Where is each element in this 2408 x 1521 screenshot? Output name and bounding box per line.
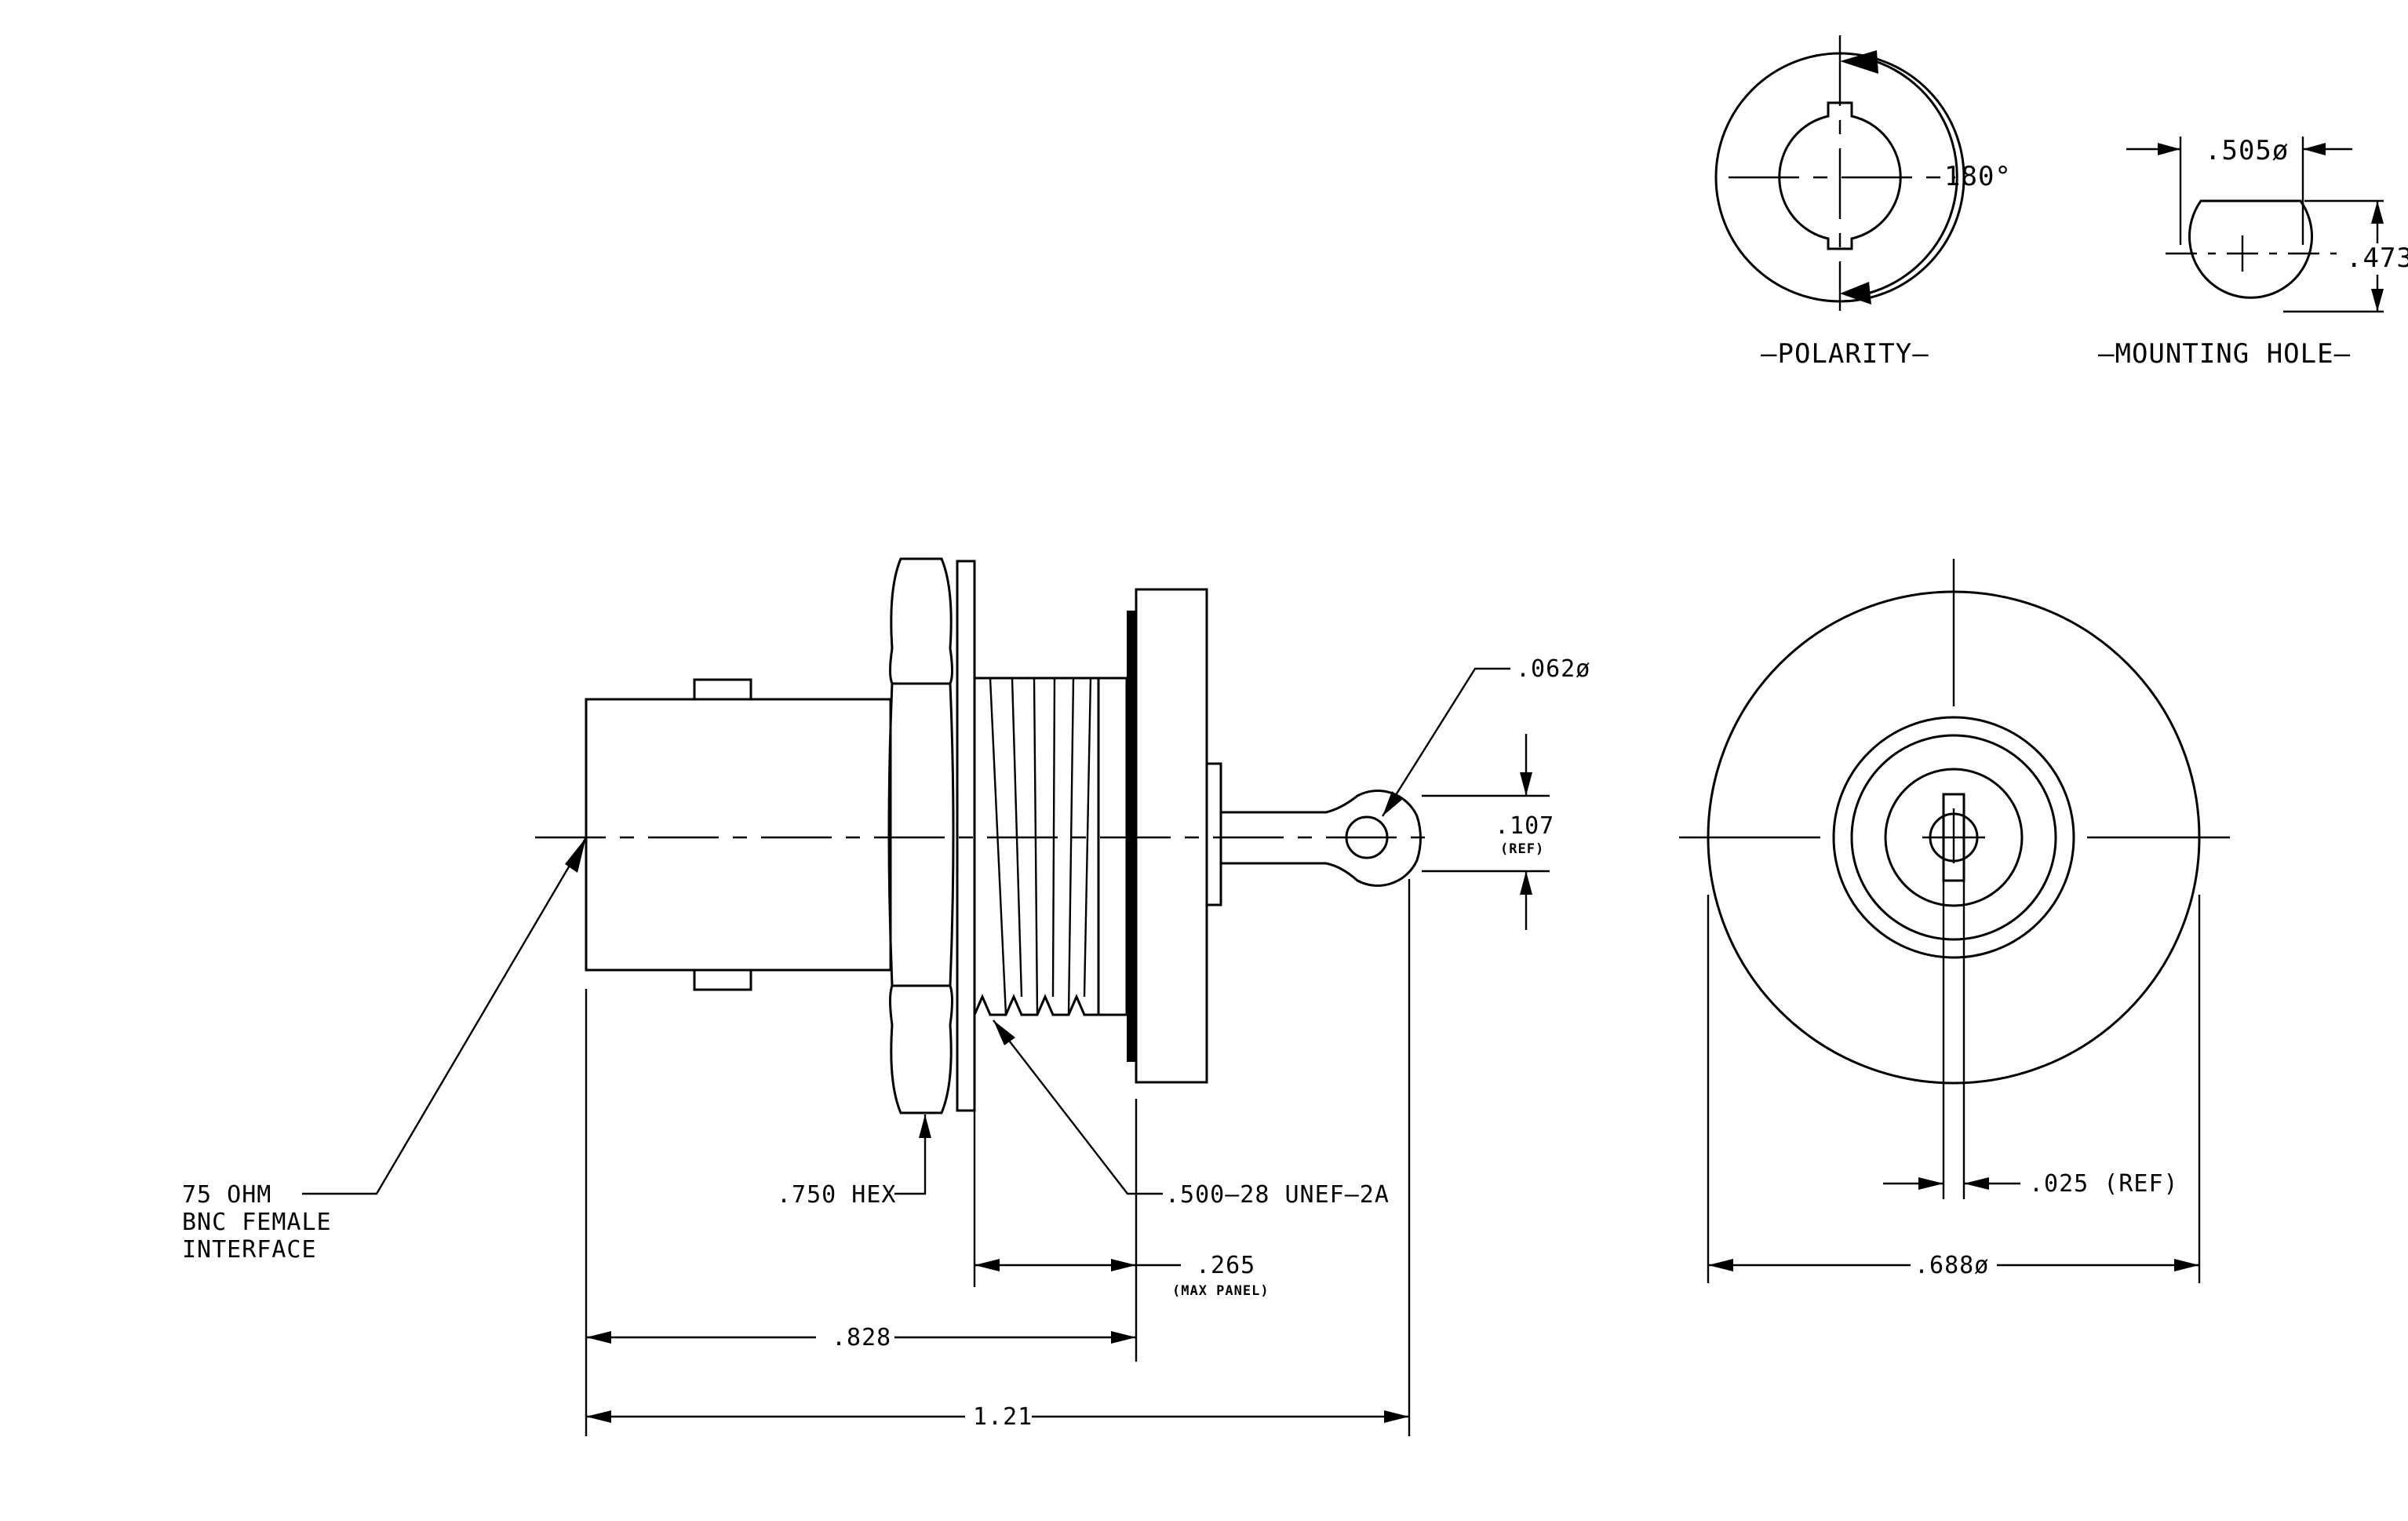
mounting-hole-view: .505ø .473 –MOUNTING HOLE– xyxy=(2098,135,2408,370)
polarity-arrow-top-icon xyxy=(1840,50,1878,74)
interface-label-line2: BNC FEMALE xyxy=(182,1209,332,1236)
thread-label: .500–28 UNEF–2A xyxy=(1165,1181,1390,1209)
bayonet-stud-top xyxy=(693,678,752,701)
polarity-view: 180° –POLARITY– xyxy=(1714,35,2012,370)
mounting-hole-arrow-left-icon xyxy=(2158,143,2180,155)
hex-label: .750 HEX xyxy=(777,1181,897,1209)
panel-arrow-right-icon xyxy=(1111,1259,1136,1271)
interface-label-line3: INTERFACE xyxy=(182,1236,317,1264)
polarity-arrow-bottom-icon xyxy=(1840,282,1871,305)
overall-arrow-left-icon xyxy=(586,1410,611,1423)
diameter-arrow-right-icon xyxy=(2174,1259,2199,1271)
hex-nut xyxy=(887,557,955,1114)
eyelet-hole-label: .062ø xyxy=(1516,655,1590,683)
threaded-body xyxy=(973,677,1100,1016)
polarity-angle-label: 180° xyxy=(1944,161,2012,192)
polarity-title: –POLARITY– xyxy=(1761,338,1929,370)
panel-label: .265 xyxy=(1196,1252,1255,1279)
hex-arrow-icon xyxy=(919,1114,931,1138)
lock-washer xyxy=(956,560,976,1112)
thread-lines xyxy=(989,677,1092,1016)
body-length-label: .828 xyxy=(832,1324,891,1351)
diameter-arrow-left-icon xyxy=(1708,1259,1733,1271)
mounting-hole-arrow-right-icon xyxy=(2303,143,2326,155)
panel-arrow-left-icon xyxy=(974,1259,1000,1271)
tab-width-label: .107 xyxy=(1495,812,1554,840)
interface-leader xyxy=(302,837,588,1195)
polarity-rotation-arc xyxy=(1867,60,1958,295)
overall-arrow-right-icon xyxy=(1384,1410,1409,1423)
bnc-barrel xyxy=(585,698,892,972)
gasket xyxy=(1127,611,1136,1062)
mounting-hole-diameter-label: .505ø xyxy=(2205,135,2289,166)
tab-arrow-down-icon xyxy=(1520,772,1532,796)
end-dielectric xyxy=(1884,768,2024,907)
tab-arrow-up-icon xyxy=(1520,871,1532,895)
overall-length-label: 1.21 xyxy=(973,1403,1033,1431)
tab-width-note: (REF) xyxy=(1500,841,1544,857)
mounting-hole-outline xyxy=(2188,199,2313,299)
thread-leader xyxy=(993,1019,1163,1195)
thread-relief xyxy=(1097,677,1128,1016)
polarity-keyed-bore xyxy=(1778,101,1902,250)
end-barrel-inner xyxy=(1850,734,2057,941)
body-arrow-right-icon xyxy=(1111,1331,1136,1344)
end-barrel-outer xyxy=(1832,716,2075,959)
mounting-hole-title: –MOUNTING HOLE– xyxy=(2098,338,2351,370)
solder-post xyxy=(1205,762,1222,906)
panel-note: (MAX PANEL) xyxy=(1172,1283,1270,1299)
interface-arrow-icon xyxy=(565,837,586,873)
mounting-hole-flat-label: .473 xyxy=(2346,243,2408,274)
eyelet-leader xyxy=(1381,667,1510,817)
slot-arrow-right-icon xyxy=(1964,1177,1989,1190)
mounting-hole-arrow-down-icon xyxy=(2371,289,2384,312)
eyelet-arrow-icon xyxy=(1383,791,1403,816)
diameter-label: .688ø xyxy=(1914,1252,1989,1279)
side-view: 75 OHM BNC FEMALE INTERFACE .750 HEX .50… xyxy=(182,557,1590,1436)
interface-label-line1: 75 OHM xyxy=(182,1181,271,1209)
mounting-hole-arrow-up-icon xyxy=(2371,201,2384,224)
slot-arrow-left-icon xyxy=(1918,1177,1944,1190)
thread-arrow-icon xyxy=(993,1020,1015,1045)
rear-flange xyxy=(1135,588,1208,1084)
hex-leader xyxy=(894,1114,927,1195)
end-view: .025 (REF) .688ø xyxy=(1679,559,2230,1283)
slot-label: .025 (REF) xyxy=(2029,1170,2179,1198)
body-arrow-left-icon xyxy=(586,1331,611,1344)
bayonet-stud-bottom xyxy=(693,968,752,991)
